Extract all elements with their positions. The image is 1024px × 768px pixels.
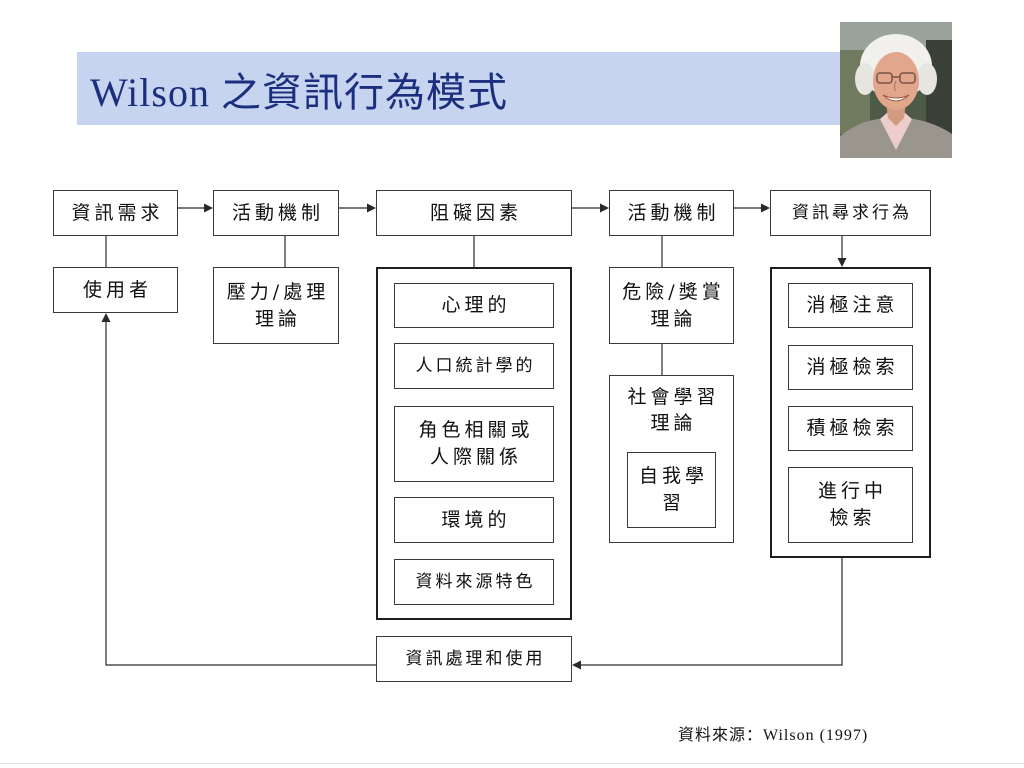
- box-label-line: 壓力/處理: [226, 280, 330, 303]
- box-social-learning-theory: 社會學習 理論 自我學 習: [609, 375, 734, 543]
- mode-passive-attention: 消極注意: [788, 283, 913, 328]
- arrowhead-right-2: [367, 203, 376, 213]
- box-label-line: 習: [661, 492, 685, 514]
- box-activating-mechanism-1: 活動機制: [213, 190, 339, 236]
- photo-glasses-right: [899, 72, 916, 84]
- box-label-line: 進行中: [817, 480, 887, 502]
- mode-passive-search: 消極檢索: [788, 345, 913, 390]
- box-risk-reward-theory: 危險/獎賞 理論: [609, 267, 734, 344]
- box-label: 資訊處理和使用: [405, 648, 546, 669]
- box-user: 使用者: [53, 267, 178, 313]
- arrowhead-right-4: [761, 203, 770, 213]
- box-information-seeking-behavior: 資訊尋求行為: [770, 190, 931, 236]
- box-label-line: 理論: [650, 307, 697, 330]
- feedback-seeking-to-processing-line: [580, 558, 843, 666]
- box-self-efficacy: 自我學 習: [627, 452, 716, 528]
- box-label-line: 理論: [650, 412, 697, 434]
- photo-smile: [882, 94, 910, 102]
- box-label-line: 人際關係: [429, 446, 522, 468]
- box-information-processing-use: 資訊處理和使用: [376, 636, 572, 682]
- box-label: 資訊需求: [71, 201, 164, 224]
- box-label-line: 檢索: [829, 507, 876, 529]
- box-label: 資料來源特色: [415, 571, 536, 592]
- box-intervening-variables: 阻礙因素: [376, 190, 572, 236]
- box-stress-coping-theory: 壓力/處理 理論: [213, 267, 339, 344]
- box-information-need: 資訊需求: [53, 190, 178, 236]
- group-barriers: 心理的 人口統計學的 角色相關或 人際關係 環境的 資料來源特色: [376, 267, 572, 620]
- barrier-psychological: 心理的: [394, 283, 554, 328]
- source-note: 資料來源：Wilson (1997): [678, 727, 869, 744]
- box-label: 活動機制: [627, 201, 720, 224]
- box-label: 消極檢索: [806, 356, 899, 378]
- photo-shirt: [880, 112, 912, 150]
- box-label: 心理的: [441, 294, 511, 316]
- box-label: 消極注意: [806, 294, 899, 316]
- barrier-demographic: 人口統計學的: [394, 343, 554, 389]
- arrowhead-right-1: [204, 203, 213, 213]
- mode-active-search: 積極檢索: [788, 406, 913, 451]
- portrait-photo: [840, 22, 952, 158]
- footer-divider: [0, 763, 1024, 764]
- box-label-line: 自我學: [638, 465, 708, 487]
- slide-title: Wilson 之資訊行為模式: [90, 69, 508, 115]
- barrier-environmental: 環境的: [394, 497, 554, 543]
- arrowhead-right-3: [600, 203, 609, 213]
- box-label: 資訊尋求行為: [792, 202, 912, 223]
- photo-hair-left: [855, 63, 875, 95]
- box-label: 環境的: [441, 508, 511, 531]
- box-label: 使用者: [82, 278, 152, 301]
- photo-nose: [893, 80, 897, 92]
- barrier-source-characteristics: 資料來源特色: [394, 559, 554, 605]
- arrowhead-up-user: [101, 313, 111, 322]
- barrier-role-interpersonal: 角色相關或 人際關係: [394, 406, 554, 482]
- photo-hair-right: [917, 63, 937, 95]
- box-label-line: 危險/獎賞: [622, 280, 725, 303]
- box-label: 阻礙因素: [429, 201, 522, 224]
- arrowhead-left-processing: [572, 660, 581, 670]
- box-label-line: 社會學習: [627, 386, 720, 408]
- box-activating-mechanism-2: 活動機制: [609, 190, 734, 236]
- box-label: 積極檢索: [806, 417, 899, 439]
- arrowhead-down-seeking: [837, 258, 847, 267]
- photo-glasses-left: [876, 72, 893, 84]
- group-seeking-modes: 消極注意 消極檢索 積極檢索 進行中 檢索: [770, 267, 931, 558]
- feedback-processing-to-user-line: [105, 321, 376, 666]
- box-label-line: 角色相關或: [418, 419, 534, 441]
- title-bar: Wilson 之資訊行為模式: [77, 52, 840, 125]
- box-label: 人口統計學的: [415, 355, 536, 376]
- mode-ongoing-search: 進行中 檢索: [788, 467, 913, 543]
- box-label: 活動機制: [231, 201, 324, 224]
- box-label-line: 理論: [254, 307, 301, 330]
